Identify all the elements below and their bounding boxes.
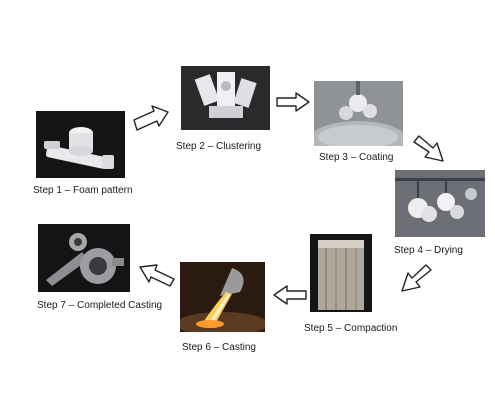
- step-1-caption: Step 1 – Foam pattern: [33, 185, 133, 196]
- arrow-step3-to-step4: [413, 135, 445, 163]
- arrow-step2-to-step3: [276, 92, 310, 112]
- step-3-caption: Step 3 – Coating: [319, 152, 394, 163]
- compaction-photo: [310, 234, 372, 312]
- step-4-caption: Step 4 – Drying: [394, 245, 463, 256]
- coating-photo: [314, 81, 403, 146]
- arrow-step4-to-step5: [400, 264, 432, 292]
- step-6-caption: Step 6 – Casting: [182, 342, 256, 353]
- arrow-step5-to-step6: [273, 285, 307, 305]
- arrow-step6-to-step7: [139, 262, 175, 287]
- step-5-caption: Step 5 – Compaction: [304, 323, 398, 334]
- step-7-caption: Step 7 – Completed Casting: [37, 300, 163, 311]
- foam-pattern-photo: [36, 111, 125, 178]
- step-2-caption: Step 2 – Clustering: [176, 141, 262, 152]
- casting-photo: [180, 262, 265, 332]
- clustering-photo: [181, 66, 270, 130]
- drying-photo: [395, 170, 485, 237]
- arrow-step1-to-step2: [132, 105, 170, 131]
- completed-casting-photo: [38, 224, 130, 292]
